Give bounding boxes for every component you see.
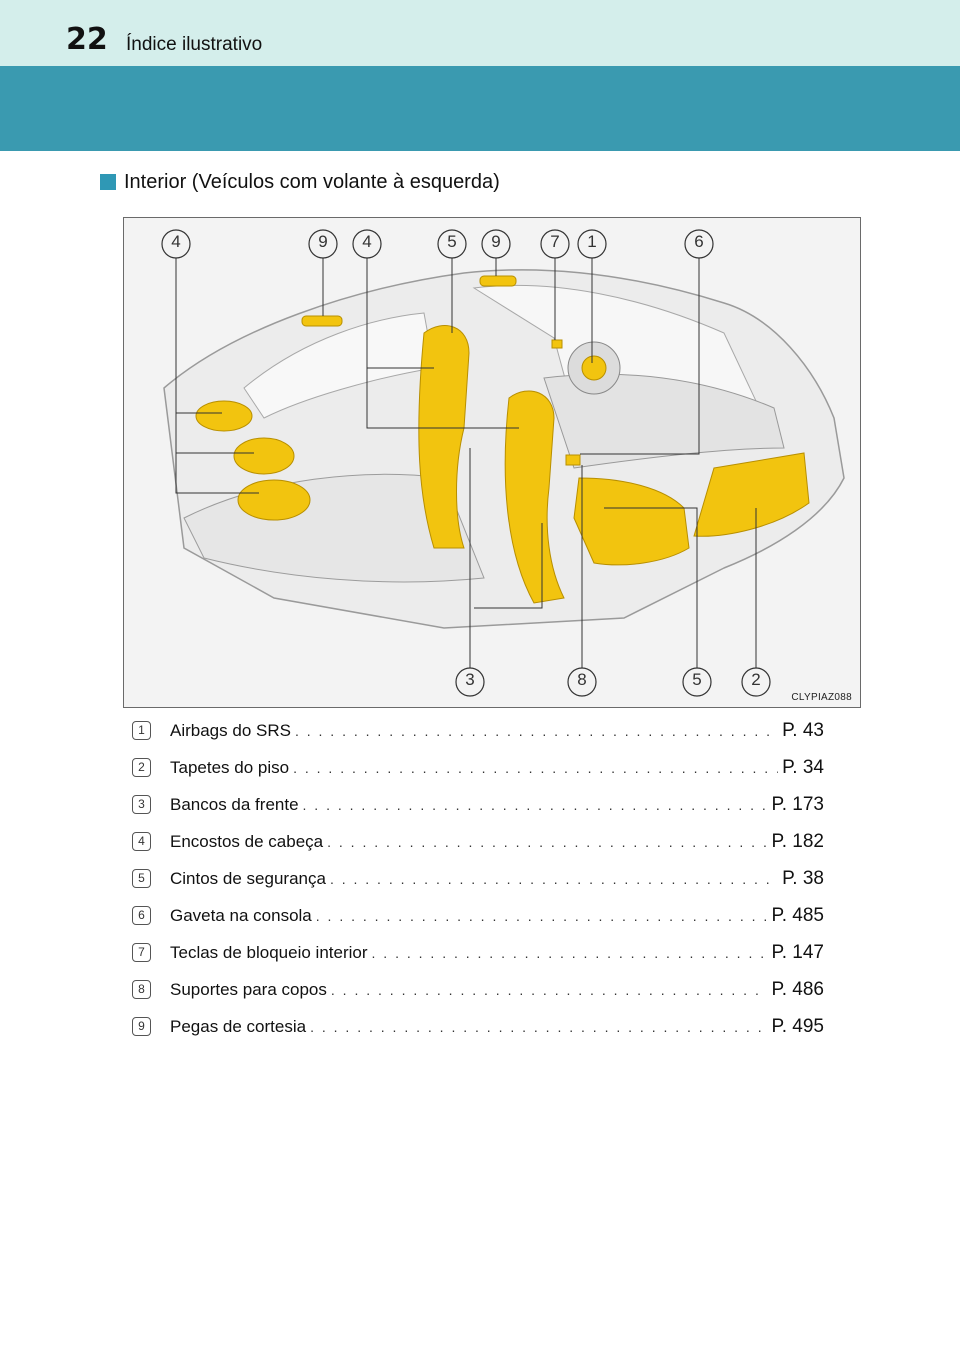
legend-page-ref[interactable]: P. 486: [772, 979, 824, 1001]
legend-item: 1 Airbags do SRS . . . . . . . . . . . .…: [132, 712, 824, 749]
callout-top-1: 4: [167, 232, 185, 252]
callout-bottom-1: 3: [461, 670, 479, 690]
dot-leader: . . . . . . . . . . . . . . . . . . . . …: [293, 760, 778, 776]
dot-leader: . . . . . . . . . . . . . . . . . . . . …: [331, 982, 768, 998]
callout-top-8: 6: [690, 232, 708, 252]
car-interior-drawing: [124, 218, 860, 707]
dot-leader: . . . . . . . . . . . . . . . . . . . . …: [295, 723, 778, 739]
callout-top-6: 7: [546, 232, 564, 252]
legend-page-ref[interactable]: P. 147: [772, 942, 824, 964]
legend-number: 4: [132, 832, 151, 851]
section-title: Interior (Veículos com volante à esquerd…: [124, 170, 500, 194]
legend-label: Cintos de segurança: [170, 869, 326, 889]
legend-label: Pegas de cortesia: [170, 1017, 306, 1037]
dot-leader: . . . . . . . . . . . . . . . . . . . . …: [372, 945, 768, 961]
callout-bottom-4: 2: [747, 670, 765, 690]
legend-page-ref[interactable]: P. 495: [772, 1016, 824, 1038]
legend-number: 1: [132, 721, 151, 740]
callout-bottom-3: 5: [688, 670, 706, 690]
legend-label: Airbags do SRS: [170, 721, 291, 741]
section-color-band: [0, 66, 960, 151]
legend-number: 5: [132, 869, 151, 888]
legend-item: 3 Bancos da frente . . . . . . . . . . .…: [132, 786, 824, 823]
legend-number: 3: [132, 795, 151, 814]
legend-item: 8 Suportes para copos . . . . . . . . . …: [132, 971, 824, 1008]
figure-code: CLYPIAZ088: [791, 692, 852, 703]
dot-leader: . . . . . . . . . . . . . . . . . . . . …: [310, 1019, 767, 1035]
section-heading: Interior (Veículos com volante à esquerd…: [100, 170, 500, 194]
legend-item: 2 Tapetes do piso . . . . . . . . . . . …: [132, 749, 824, 786]
legend-list: 1 Airbags do SRS . . . . . . . . . . . .…: [132, 712, 824, 1045]
legend-item: 9 Pegas de cortesia . . . . . . . . . . …: [132, 1008, 824, 1045]
section-bullet-icon: [100, 174, 116, 190]
legend-item: 7 Teclas de bloqueio interior . . . . . …: [132, 934, 824, 971]
callout-top-5: 9: [487, 232, 505, 252]
legend-item: 5 Cintos de segurança . . . . . . . . . …: [132, 860, 824, 897]
legend-page-ref[interactable]: P. 43: [782, 720, 824, 742]
interior-illustration: 4 9 4 5 9 7 1 6 3 8 5 2 CLYPIAZ088: [123, 217, 861, 708]
legend-number: 2: [132, 758, 151, 777]
legend-label: Gaveta na consola: [170, 906, 312, 926]
legend-page-ref[interactable]: P. 34: [782, 757, 824, 779]
legend-label: Teclas de bloqueio interior: [170, 943, 368, 963]
page-header-title: Índice ilustrativo: [126, 33, 262, 57]
legend-label: Tapetes do piso: [170, 758, 289, 778]
legend-page-ref[interactable]: P. 485: [772, 905, 824, 927]
legend-number: 9: [132, 1017, 151, 1036]
legend-page-ref[interactable]: P. 38: [782, 868, 824, 890]
legend-number: 7: [132, 943, 151, 962]
callout-top-3: 4: [358, 232, 376, 252]
legend-item: 6 Gaveta na consola . . . . . . . . . . …: [132, 897, 824, 934]
callout-top-7: 1: [583, 232, 601, 252]
legend-number: 6: [132, 906, 151, 925]
dot-leader: . . . . . . . . . . . . . . . . . . . . …: [303, 797, 768, 813]
legend-page-ref[interactable]: P. 173: [772, 794, 824, 816]
legend-item: 4 Encostos de cabeça . . . . . . . . . .…: [132, 823, 824, 860]
legend-label: Bancos da frente: [170, 795, 299, 815]
legend-number: 8: [132, 980, 151, 999]
legend-page-ref[interactable]: P. 182: [772, 831, 824, 853]
callout-top-4: 5: [443, 232, 461, 252]
dot-leader: . . . . . . . . . . . . . . . . . . . . …: [330, 871, 778, 887]
page-number: 22: [66, 22, 108, 58]
callout-top-2: 9: [314, 232, 332, 252]
callout-bottom-2: 8: [573, 670, 591, 690]
legend-label: Suportes para copos: [170, 980, 327, 1000]
dot-leader: . . . . . . . . . . . . . . . . . . . . …: [316, 908, 768, 924]
legend-label: Encostos de cabeça: [170, 832, 323, 852]
dot-leader: . . . . . . . . . . . . . . . . . . . . …: [327, 834, 767, 850]
